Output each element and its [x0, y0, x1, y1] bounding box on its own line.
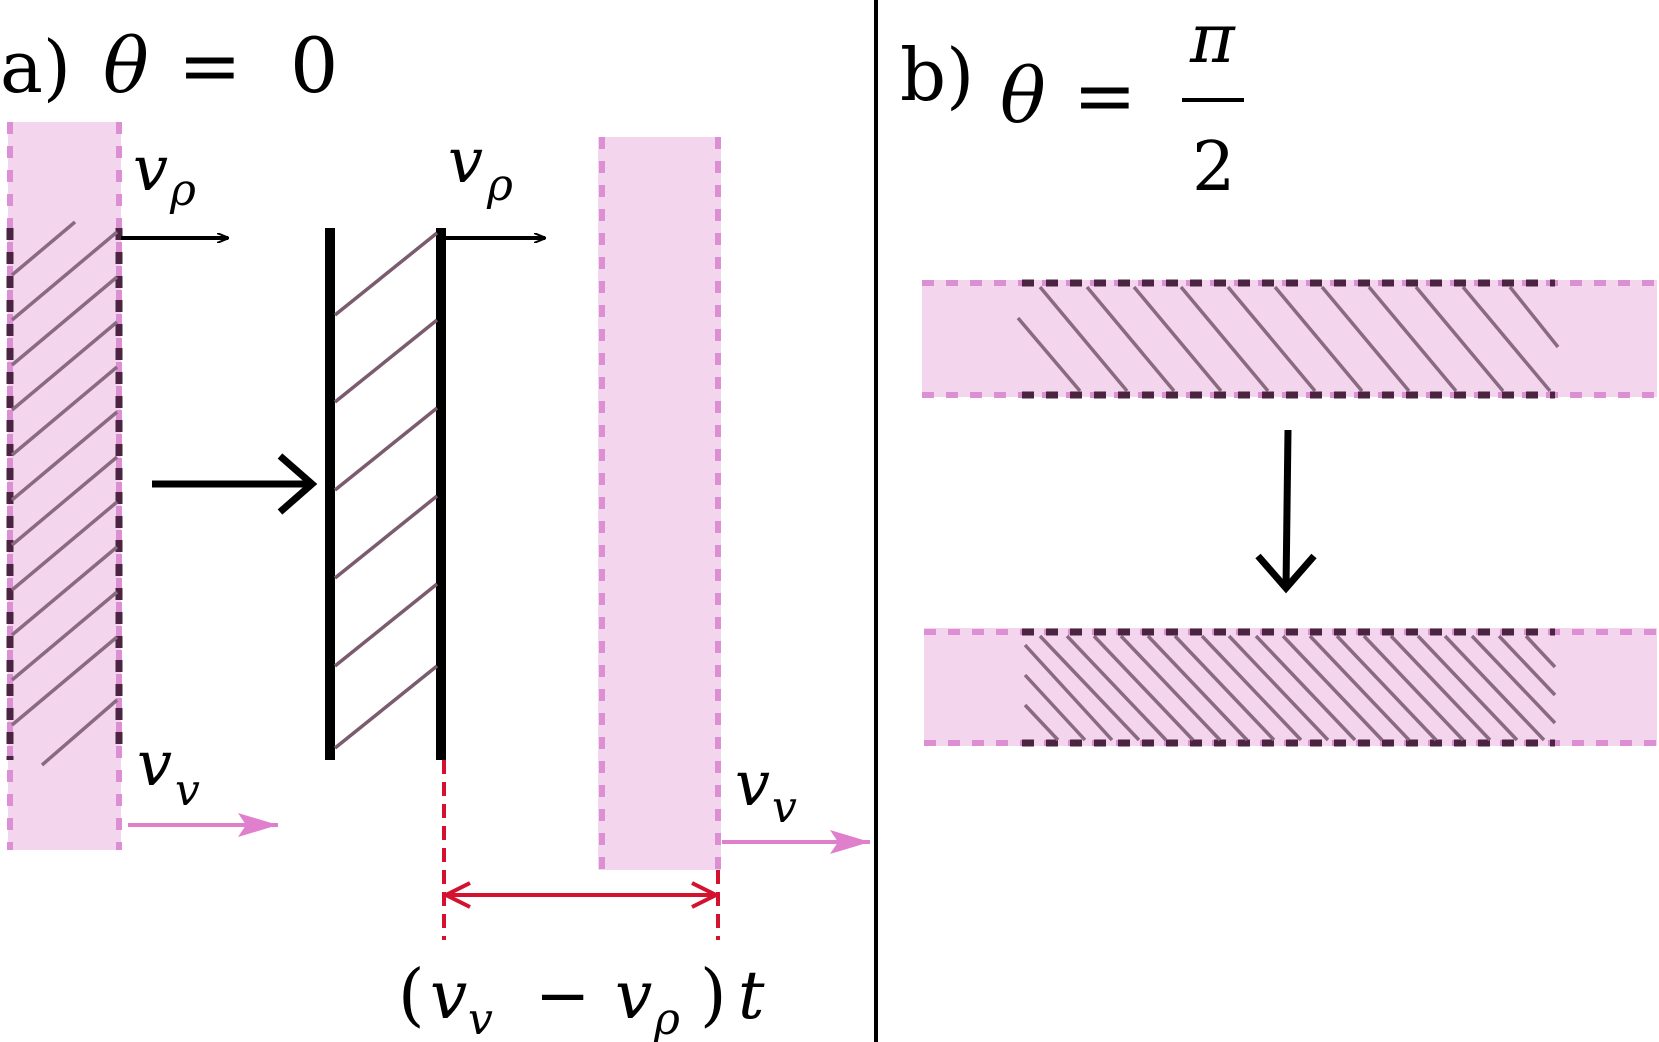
svg-text:v: v — [133, 132, 168, 205]
panel-a-theta: θ — [103, 21, 149, 110]
bottom-slab-hatching — [1023, 634, 1557, 742]
top-slab-hatching — [1016, 285, 1560, 393]
panel-a-zero: 0 — [290, 21, 338, 110]
svg-text:−: − — [535, 957, 590, 1034]
svg-text:v: v — [735, 747, 770, 820]
panel-b-denominator: 2 — [1192, 128, 1235, 207]
svg-text:ρ: ρ — [169, 165, 196, 216]
svg-text:v: v — [448, 124, 483, 197]
panel-a-equals: = — [178, 21, 242, 110]
svg-text:ρ: ρ — [486, 160, 513, 211]
top-band — [922, 280, 1657, 397]
svg-text:v: v — [430, 957, 467, 1034]
panel-b: b) θ = π 2 — [900, 0, 1657, 747]
evolution-arrow-b — [1255, 429, 1317, 594]
v-rho-label-left: v ρ — [133, 132, 196, 216]
svg-text:v: v — [468, 994, 493, 1042]
v-v-label-left: v v — [137, 727, 200, 816]
panel-b-equals: = — [1073, 51, 1137, 140]
svg-text:v: v — [175, 765, 200, 816]
panel-b-letter: b) — [900, 33, 974, 117]
v-rho-label-middle: v ρ — [448, 124, 513, 211]
v-v-label-right: v v — [735, 747, 797, 833]
svg-text:(: ( — [398, 956, 425, 1035]
panel-b-theta: θ — [1000, 51, 1046, 140]
svg-text:): ) — [700, 956, 727, 1035]
svg-text:v: v — [615, 957, 652, 1034]
svg-text:v: v — [137, 727, 172, 800]
middle-slab-hatching — [333, 231, 439, 750]
left-slab-hatching — [10, 220, 119, 767]
svg-text:t: t — [738, 957, 765, 1034]
panel-a: a) θ = 0 v ρ — [0, 21, 870, 1042]
panel-b-numerator: π — [1189, 0, 1236, 79]
svg-text:ρ: ρ — [653, 994, 680, 1042]
right-band — [598, 137, 721, 870]
panel-a-letter: a) — [0, 25, 71, 109]
svg-text:v: v — [772, 782, 797, 833]
separation-label: ( v v − v ρ ) t — [398, 956, 765, 1042]
evolution-arrow-a — [152, 453, 318, 515]
